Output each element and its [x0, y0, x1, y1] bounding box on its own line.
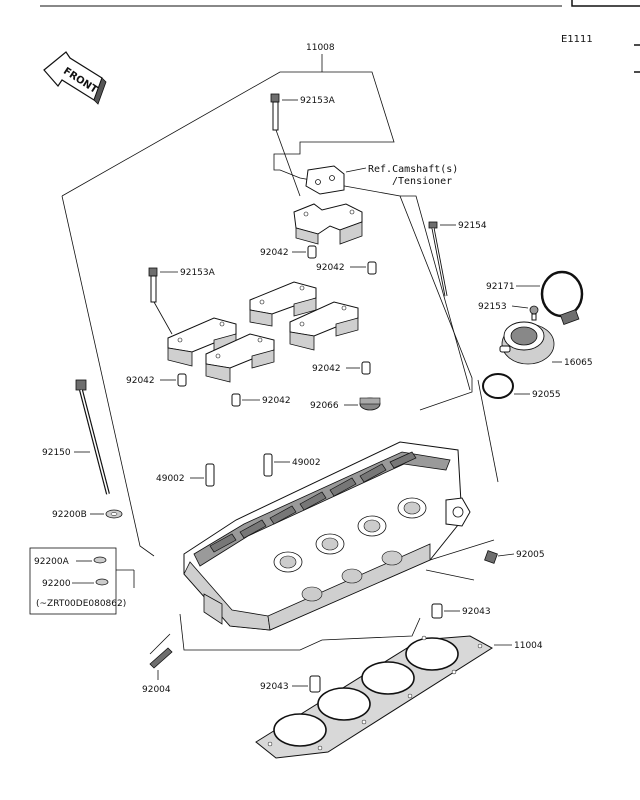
callout-11004: 11004	[514, 641, 543, 651]
serial-note: (~ZRT00DE080862)	[36, 599, 126, 609]
fitting-92005	[484, 550, 498, 564]
callout-92042-a: 92042	[260, 248, 289, 258]
callout-92055: 92055	[532, 390, 561, 400]
cylinder-head-body	[183, 441, 471, 631]
callout-92200B: 92200B	[52, 510, 87, 520]
stud-92004	[149, 647, 173, 669]
callout-49002-right: 49002	[292, 458, 321, 468]
cam-cap-center-top	[249, 281, 317, 327]
callout-11008: 11008	[306, 43, 335, 53]
washer-92200B	[105, 509, 123, 519]
holder-16065	[499, 321, 555, 365]
dowel-49002-right	[263, 453, 273, 477]
dowel-92042-e	[361, 361, 371, 375]
bolt-92153A-left	[148, 267, 173, 335]
dowel-92042-c	[177, 373, 187, 387]
callout-92042-e: 92042	[312, 364, 341, 374]
callout-92066: 92066	[310, 401, 339, 411]
dowel-49002-left	[205, 463, 215, 487]
ref-line-1: Ref.Camshaft(s)	[368, 164, 458, 175]
callout-92005: 92005	[516, 550, 545, 560]
callout-92042-b: 92042	[316, 263, 345, 273]
callout-92153A-top: 92153A	[300, 96, 336, 106]
head-gasket-11004	[255, 635, 493, 759]
dowel-92042-d	[231, 393, 241, 407]
dowel-92043-right	[431, 603, 443, 619]
callout-92043-bottom: 92043	[260, 682, 289, 692]
screw-92153	[529, 305, 539, 321]
bolt-92150	[75, 379, 110, 495]
callout-16065: 16065	[564, 358, 593, 368]
dowel-92042-a	[307, 245, 317, 259]
diagram-code: E1111	[561, 34, 593, 45]
callout-92200A: 92200A	[34, 557, 70, 567]
tensioner-bracket	[305, 165, 367, 195]
callout-92154: 92154	[458, 221, 487, 231]
callout-92153: 92153	[478, 302, 507, 312]
washer-variant-box	[29, 547, 135, 615]
assembly-outline-11008	[61, 54, 473, 557]
dowel-92042-b	[367, 261, 377, 275]
cam-cap-right	[289, 301, 359, 351]
callout-92042-d: 92042	[262, 396, 291, 406]
front-arrow-icon: FRONT	[43, 51, 107, 105]
bolt-92154	[428, 221, 448, 297]
callout-92043-right: 92043	[462, 607, 491, 617]
plug-92066	[359, 397, 381, 411]
clamp-92171	[540, 270, 584, 326]
callout-92153A-left: 92153A	[180, 268, 216, 278]
callout-92171: 92171	[486, 282, 515, 292]
dowel-92043-bottom	[309, 675, 321, 693]
bolt-92153A-top	[270, 93, 301, 197]
cam-cap-center	[205, 333, 275, 383]
left-guide-lines	[149, 379, 499, 655]
callout-92004: 92004	[142, 685, 171, 695]
cam-cap-top	[293, 203, 363, 245]
ref-line-2: /Tensioner	[392, 176, 452, 187]
header-rule	[40, 0, 640, 73]
callout-92150: 92150	[42, 448, 71, 458]
callout-92042-c: 92042	[126, 376, 155, 386]
o-ring-92055	[482, 373, 514, 399]
callout-49002-left: 49002	[156, 474, 185, 484]
callout-92200: 92200	[42, 579, 71, 589]
